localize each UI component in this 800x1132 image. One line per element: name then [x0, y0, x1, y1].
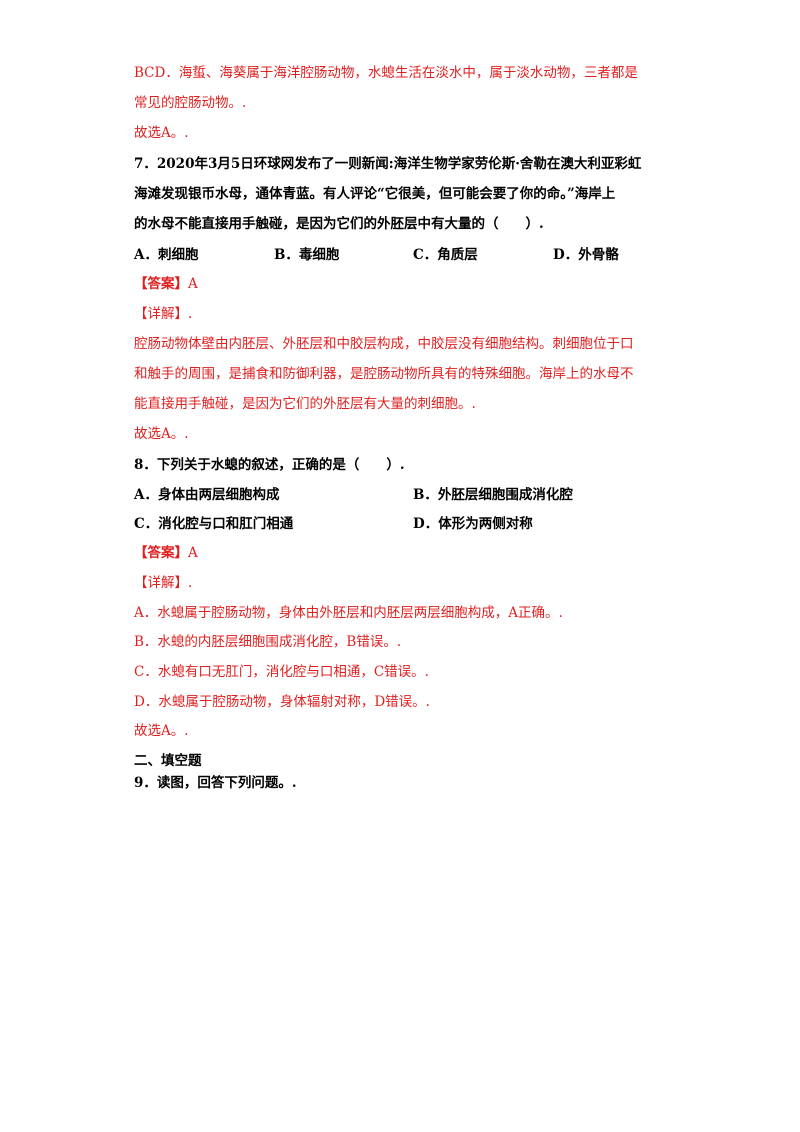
q8-option-b: B．外胚层细胞围成消化腔	[413, 487, 573, 503]
q7-answer-tag: 【答案】	[134, 276, 188, 292]
q7-stem-line-1: 7．2020年3月5日环球网发布了一则新闻:海洋生物学家劳伦斯·舍勒在澳大利亚彩…	[134, 156, 642, 172]
q8-explain-b: B．水螅的内胚层细胞围成消化腔，B错误。.	[134, 634, 402, 650]
q9-stem: 9．读图，回答下列问题。.	[134, 775, 297, 791]
q8-explain-a: A．水螅属于腔肠动物，身体由外胚层和内胚层两层细胞构成，A正确。.	[134, 605, 563, 621]
q7-option-b: B．毒细胞	[274, 247, 340, 263]
q7-detail-tag: 【详解】.	[134, 306, 193, 322]
q7-stem-line-2: 海滩发现银币水母，通体青蓝。有人评论“它很美，但可能会要了你的命。”海岸上	[134, 186, 616, 202]
q7-answer-value: A	[188, 276, 198, 292]
q8-conclusion: 故选A。.	[134, 723, 189, 739]
q8-explain-d: D．水螅属于腔肠动物，身体辐射对称，D错误。.	[134, 694, 430, 710]
section-heading: 二、填空题	[134, 753, 202, 769]
q7-option-c: C．角质层	[413, 247, 478, 263]
q8-detail-tag: 【详解】.	[134, 575, 193, 591]
q8-explain-c: C．水螅有口无肛门，消化腔与口相通，C错误。.	[134, 664, 429, 680]
q7-explain-line-2: 和触手的周围，是捕食和防御利器，是腔肠动物所具有的特殊细胞。海岸上的水母不	[134, 366, 634, 382]
q8-stem: 8．下列关于水螅的叙述，正确的是（ ）.	[134, 457, 405, 473]
q8-answer: 【答案】A	[134, 544, 198, 562]
q8-answer-value: A	[188, 545, 198, 561]
q8-option-d: D．体形为两侧对称	[413, 516, 533, 532]
q7-conclusion: 故选A。.	[134, 426, 189, 442]
q7-explain-line-1: 腔肠动物体壁由内胚层、外胚层和中胶层构成，中胶层没有细胞结构。刺细胞位于口	[134, 336, 634, 352]
q6-explain-line-2: 常见的腔肠动物。.	[134, 95, 247, 111]
q6-explain-line-1: BCD．海蜇、海葵属于海洋腔肠动物，水螅生活在淡水中，属于淡水动物，三者都是	[134, 65, 638, 81]
q8-option-a: A．身体由两层细胞构成	[134, 487, 280, 503]
q7-option-d: D．外骨骼	[553, 247, 619, 263]
q7-explain-line-3: 能直接用手触碰，是因为它们的外胚层有大量的刺细胞。.	[134, 396, 476, 412]
q7-option-a: A．刺细胞	[134, 247, 199, 263]
q7-answer: 【答案】A	[134, 275, 198, 293]
q7-stem-line-3: 的水母不能直接用手触碰，是因为它们的外胚层中有大量的（ ）.	[134, 216, 544, 232]
q6-conclusion: 故选A。.	[134, 125, 189, 141]
q8-option-c: C．消化腔与口和肛门相通	[134, 516, 294, 532]
q8-answer-tag: 【答案】	[134, 545, 188, 561]
